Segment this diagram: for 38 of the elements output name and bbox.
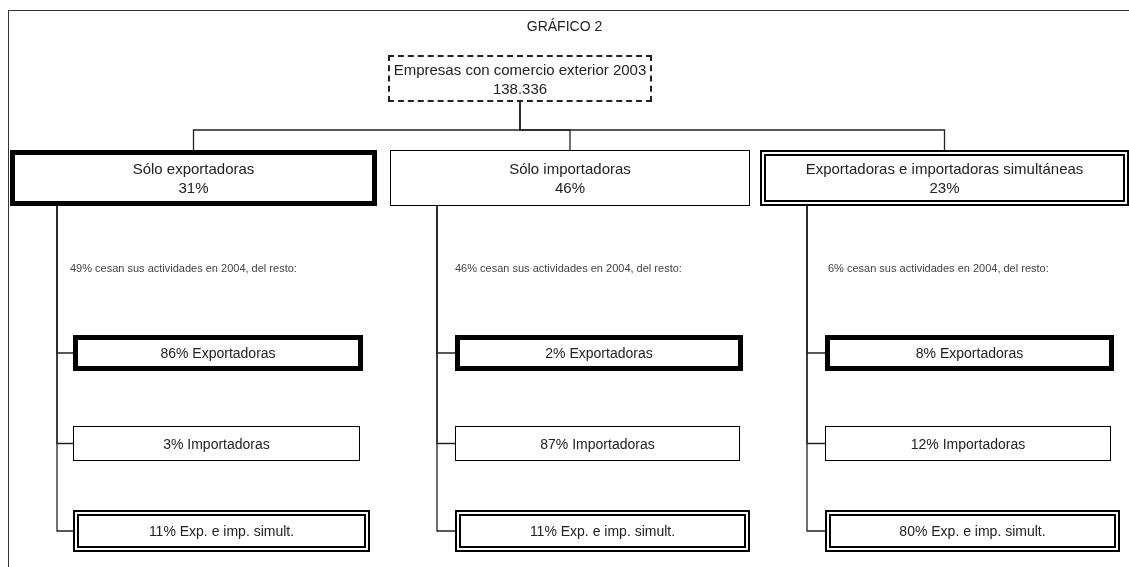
importer-box <box>73 426 360 461</box>
exporter-box <box>10 150 377 206</box>
box-text: 80% Exp. e imp. simult. <box>899 522 1046 540</box>
connector-line <box>806 205 826 532</box>
connector-line <box>56 205 74 532</box>
exporter-box <box>825 335 1114 371</box>
box-text: Exportadoras e importadoras simultáneas <box>805 159 1084 178</box>
exporter-importer-box <box>760 150 1129 206</box>
box-text: 3% Importadoras <box>163 434 270 453</box>
box-text: 8% Exportadoras <box>915 344 1024 362</box>
box-text: 23% <box>929 178 960 197</box>
box-text: Sólo exportadoras <box>132 159 255 178</box>
box-text: 138.336 <box>492 78 548 98</box>
box-text: 12% Importadoras <box>910 434 1026 453</box>
exporter-importer-box <box>455 510 750 552</box>
box-text: 87% Importadoras <box>540 434 655 453</box>
box-text: 86% Exportadoras <box>160 344 276 362</box>
connector-line <box>519 101 946 151</box>
exporter-importer-box <box>73 510 370 552</box>
importer-box <box>390 150 750 206</box>
box-text: 11% Exp. e imp. simult. <box>529 522 676 540</box>
exporter-box <box>73 335 363 371</box>
box-text: 46% <box>555 178 585 197</box>
box-text: 2% Exportadoras <box>545 344 653 362</box>
box-text: 11% Exp. e imp. simult. <box>148 522 295 540</box>
box-text: Empresas con comercio exterior 2003 <box>393 59 647 79</box>
box-text: 31% <box>178 178 209 197</box>
note-text: 46% cesan sus actividades en 2004, del resto: <box>455 261 682 276</box>
note-text: 49% cesan sus actividades en 2004, del resto: <box>70 261 297 276</box>
importer-box <box>825 426 1111 461</box>
exporter-box <box>455 335 743 371</box>
connector-line <box>436 205 456 532</box>
total-box <box>388 55 652 102</box>
box-text: Sólo importadoras <box>509 159 631 178</box>
note-text: 6% cesan sus actividades en 2004, del resto: <box>828 261 1049 276</box>
exporter-importer-box <box>825 510 1120 552</box>
importer-box <box>455 426 740 461</box>
chart-title: GRÁFICO 2 <box>525 19 604 33</box>
